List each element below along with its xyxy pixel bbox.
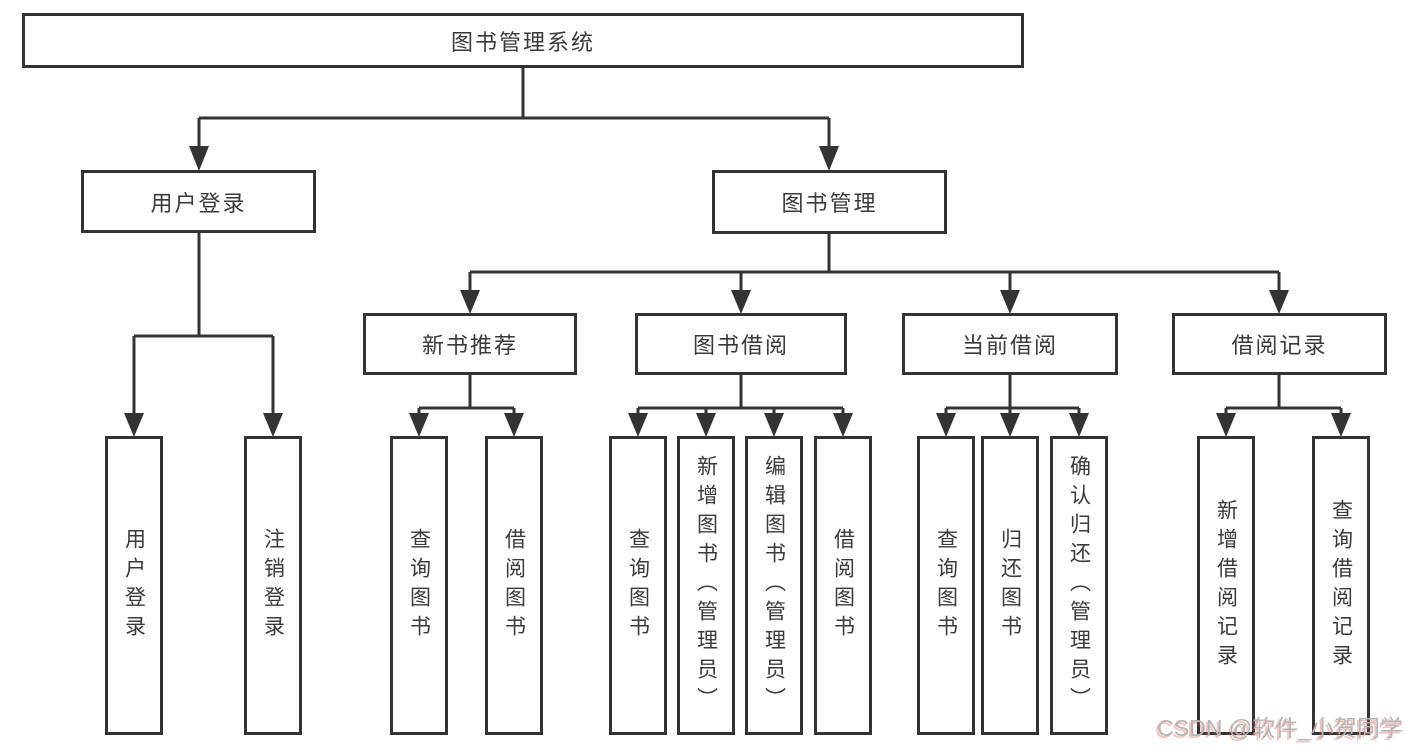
node-current-borrow: 当前借阅 (902, 313, 1118, 375)
leaf-query-books-current: 查询图书 (917, 436, 975, 735)
node-label: 新书推荐 (421, 333, 518, 358)
leaf-add-borrow-record: 新增借阅记录 (1197, 436, 1255, 735)
leaf-borrow-books-recommend: 借阅图书 (485, 436, 543, 735)
leaf-label: 确认归还（管理员） (1067, 455, 1091, 716)
node-book-management: 图书管理 (712, 170, 947, 234)
node-new-book-recommend: 新书推荐 (363, 313, 577, 375)
leaf-add-books-admin: 新增图书（管理员） (677, 436, 735, 735)
leaf-query-books-borrow: 查询图书 (609, 436, 667, 735)
leaf-user-login: 用户登录 (105, 436, 163, 735)
leaf-label: 查询图书 (934, 527, 958, 644)
leaf-borrow-books: 借阅图书 (814, 436, 872, 735)
leaf-label: 查询借阅记录 (1329, 498, 1353, 673)
leaf-confirm-return-admin: 确认归还（管理员） (1050, 436, 1108, 735)
node-label: 图书管理 (781, 191, 878, 216)
leaf-query-borrow-record: 查询借阅记录 (1312, 436, 1370, 735)
leaf-edit-books-admin: 编辑图书（管理员） (745, 436, 803, 735)
node-book-borrow: 图书借阅 (635, 313, 847, 375)
leaf-label: 新增借阅记录 (1214, 498, 1238, 673)
leaf-label: 查询图书 (626, 527, 650, 644)
leaf-label: 编辑图书（管理员） (762, 455, 786, 716)
node-borrow-records: 借阅记录 (1172, 313, 1387, 375)
node-label: 用户登录 (150, 190, 247, 216)
leaf-label: 借阅图书 (502, 527, 526, 644)
node-label: 图书管理系统 (450, 29, 595, 55)
csdn-watermark: CSDN @软件_小贺同学 (1157, 715, 1403, 741)
leaf-label: 查询图书 (407, 527, 431, 644)
leaf-label: 借阅图书 (831, 527, 855, 644)
leaf-label: 归还图书 (998, 527, 1022, 644)
node-label: 借阅记录 (1231, 333, 1328, 358)
leaf-label: 用户登录 (122, 527, 146, 644)
node-label: 当前借阅 (961, 333, 1058, 358)
leaf-label: 注销登录 (261, 527, 285, 644)
leaf-logout: 注销登录 (244, 436, 302, 735)
node-label: 图书借阅 (692, 333, 789, 358)
leaf-label: 新增图书（管理员） (694, 455, 718, 716)
leaf-return-books: 归还图书 (981, 436, 1039, 735)
leaf-query-books-recommend: 查询图书 (390, 436, 448, 735)
node-library-system-root: 图书管理系统 (22, 13, 1024, 68)
node-user-login: 用户登录 (81, 170, 316, 233)
